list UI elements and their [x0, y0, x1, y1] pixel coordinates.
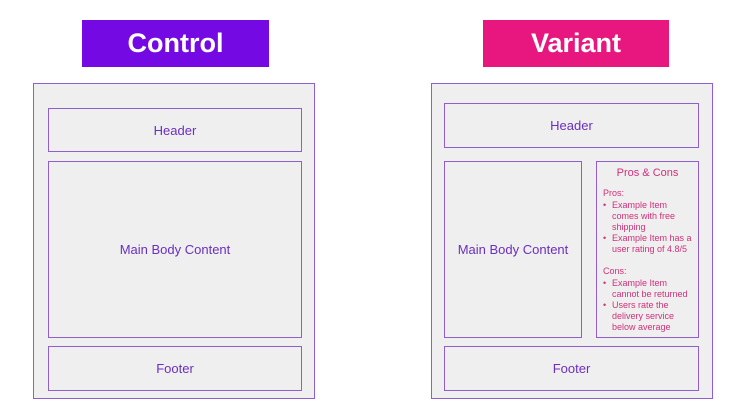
variant-main-body: Main Body Content [444, 161, 582, 338]
pros-cons-panel: Pros & Cons Pros: • Example Item comes w… [596, 161, 699, 338]
control-label: Control [82, 20, 269, 67]
pros-cons-title: Pros & Cons [616, 167, 679, 179]
cons-item-text: Users rate the delivery service below av… [612, 300, 675, 332]
pros-item-text: Example Item comes with free shipping [612, 200, 676, 232]
pros-cons-spacer [603, 255, 692, 266]
cons-item: • Example Item cannot be returned [603, 278, 692, 300]
variant-footer-label: Footer [552, 361, 591, 376]
cons-heading: Cons: [603, 266, 627, 276]
pros-item-text: Example Item has a user rating of 4.8/5 [612, 233, 692, 254]
control-main-body-label: Main Body Content [119, 242, 231, 257]
variant-main-body-label: Main Body Content [457, 242, 569, 257]
cons-item: • Users rate the delivery service below … [603, 300, 692, 333]
variant-header: Header [444, 103, 699, 148]
control-footer-label: Footer [156, 361, 194, 376]
control-header-label: Header [153, 122, 197, 138]
control-header: Header [48, 108, 302, 152]
control-main-body: Main Body Content [48, 161, 302, 338]
bullet-icon: • [603, 233, 607, 243]
bullet-icon: • [603, 300, 607, 310]
variant-label: Variant [483, 20, 669, 67]
control-title: Control [127, 28, 224, 58]
variant-footer: Footer [444, 346, 699, 391]
cons-item-text: Example Item cannot be returned [612, 278, 688, 299]
bullet-icon: • [603, 200, 607, 210]
pros-item: • Example Item has a user rating of 4.8/… [603, 233, 692, 255]
control-footer: Footer [48, 346, 302, 391]
variant-title: Variant [530, 28, 622, 58]
pros-item: • Example Item comes with free shipping [603, 200, 692, 233]
bullet-icon: • [603, 278, 607, 288]
pros-heading: Pros: [603, 188, 625, 198]
variant-header-label: Header [550, 118, 593, 133]
